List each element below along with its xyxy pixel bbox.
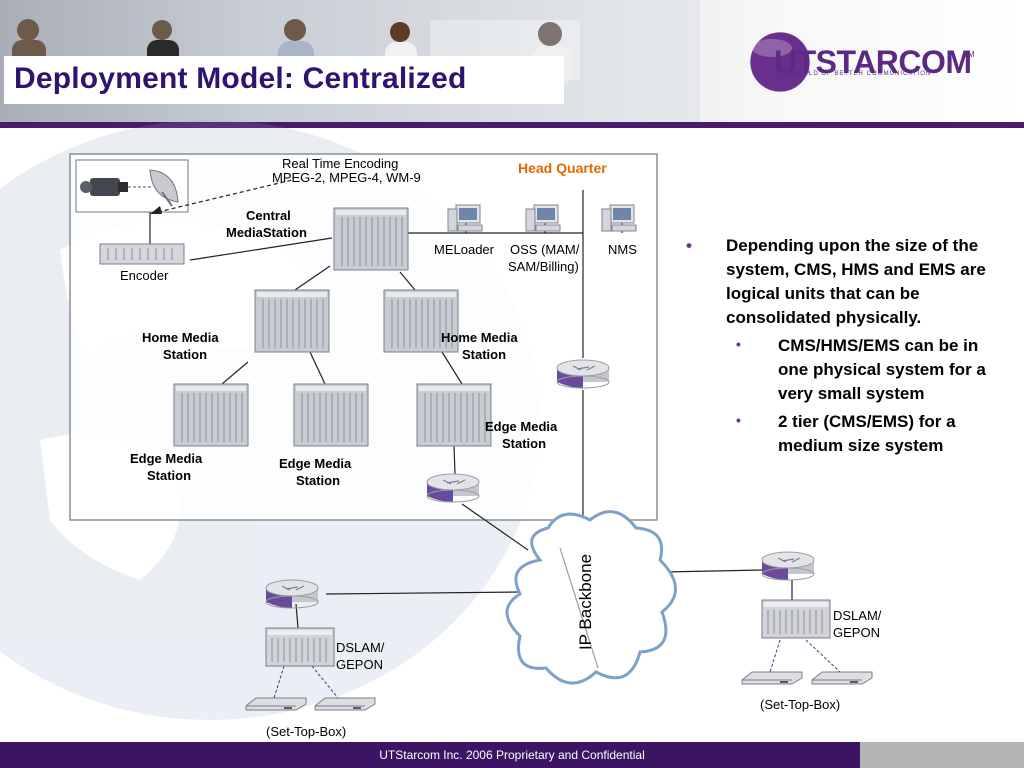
edge-media-station-rack-2 [293, 383, 369, 447]
title-box: Deployment Model: Centralized [4, 56, 564, 104]
right-access-router-icon [761, 551, 815, 581]
logo-wordmark: UTSTARCOM [774, 44, 972, 80]
edge-media-station-rack-1 [173, 383, 249, 447]
encoder-label: Encoder [120, 268, 169, 283]
bullet-marker: • [736, 336, 741, 352]
home-media-station-1-line2: Station [163, 347, 208, 362]
meloader-label: MELoader [434, 242, 494, 257]
encoding-label-line1: Real Time Encoding [282, 156, 399, 171]
utstarcom-logo [749, 31, 811, 93]
edge-media-station-3-line2: Station [502, 436, 547, 451]
ip-backbone-label: IP Backbone [576, 553, 595, 651]
head-quarter-label: Head Quarter [518, 160, 607, 176]
footer-bar-right [860, 742, 1024, 768]
right-dslam-label-line2: GEPON [833, 625, 880, 640]
edge-media-station-rack-3 [416, 383, 492, 447]
edge-media-station-3-line1: Edge Media [485, 419, 558, 434]
header-rule [0, 122, 1024, 128]
bullet-sub-1-text: CMS/HMS/EMS can be in one physical syste… [778, 336, 986, 403]
meloader-server-icon [447, 204, 483, 232]
left-set-top-box-label: (Set-Top-Box) [266, 724, 347, 739]
home-media-station-2-line2: Station [462, 347, 507, 362]
satellite-dish-icon [149, 169, 179, 207]
oss-label-line1: OSS (MAM/ [510, 242, 580, 257]
bullet-marker: • [736, 412, 741, 428]
home-media-station-2-line1: Home Media [441, 330, 518, 345]
edge-media-station-1-line2: Station [147, 468, 192, 483]
central-media-station-rack [333, 207, 409, 271]
bullet-sub-1: • CMS/HMS/EMS can be in one physical sys… [680, 334, 1000, 406]
left-dslam-label-line1: DSLAM/ [336, 640, 385, 655]
left-dslam-label-line2: GEPON [336, 657, 383, 672]
edge-media-station-1-line1: Edge Media [130, 451, 203, 466]
right-set-top-box-label: (Set-Top-Box) [760, 697, 841, 712]
central-label-line2: MediaStation [226, 225, 307, 240]
right-set-top-box-2 [811, 671, 873, 685]
nms-label: NMS [608, 242, 637, 257]
encoder-device [99, 243, 185, 265]
bullet-sub-2-text: 2 tier (CMS/EMS) for a medium size syste… [778, 412, 956, 455]
logo-tagline: A WORLD OF BETTER COMMUNICATION [784, 71, 932, 77]
left-set-top-box-2 [314, 697, 376, 711]
central-label-line1: Central [246, 208, 291, 223]
slide-title: Deployment Model: Centralized [14, 62, 467, 95]
bullet-main: • Depending upon the size of the system,… [680, 234, 1000, 330]
right-set-top-box-1 [741, 671, 803, 685]
video-camera-icon [80, 178, 128, 196]
oss-label-line2: SAM/Billing) [508, 259, 579, 274]
right-dslam-label-line1: DSLAM/ [833, 608, 882, 623]
ip-backbone-cloud [505, 510, 677, 685]
oss-server-icon [525, 204, 561, 232]
home-media-station-rack-1 [254, 289, 330, 353]
edge-media-station-2-line1: Edge Media [279, 456, 352, 471]
left-set-top-box-1 [245, 697, 307, 711]
home-media-station-1-line1: Home Media [142, 330, 219, 345]
nms-server-icon [601, 204, 637, 232]
edge-media-station-2-line2: Station [296, 473, 341, 488]
bullet-sub-2: • 2 tier (CMS/EMS) for a medium size sys… [680, 410, 1000, 458]
footer-bar [0, 742, 860, 768]
bullet-marker: • [686, 236, 692, 255]
footer-text: UTStarcom Inc. 2006 Proprietary and Conf… [379, 748, 645, 762]
right-dslam-icon [761, 599, 831, 639]
logo-trademark: TM [963, 50, 975, 59]
left-dslam-icon [265, 627, 335, 667]
bullet-main-text: Depending upon the size of the system, C… [726, 236, 986, 327]
encoding-label-line2: MPEG-2, MPEG-4, WM-9 [272, 170, 421, 185]
bullet-list: • Depending upon the size of the system,… [680, 234, 1000, 458]
